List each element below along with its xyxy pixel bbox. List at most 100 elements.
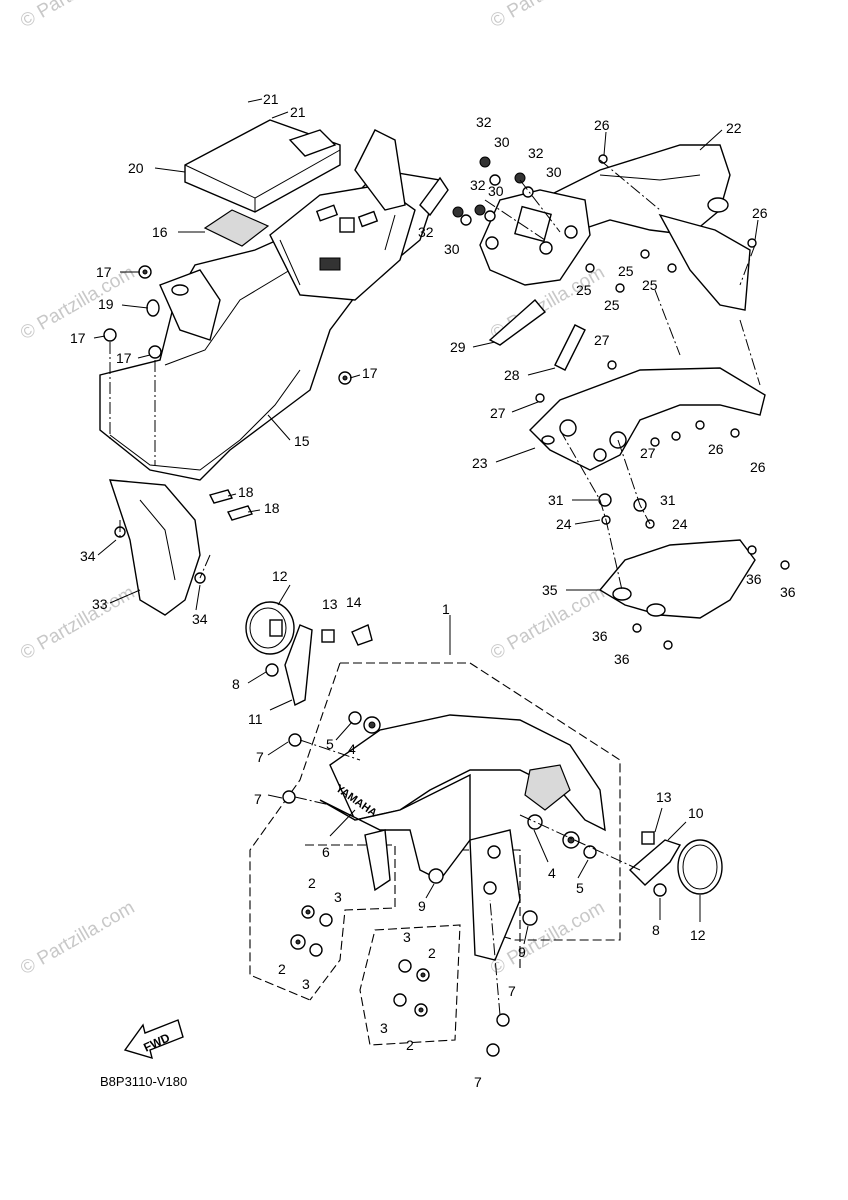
callout: 8 xyxy=(652,922,660,938)
callout: 17 xyxy=(362,365,378,381)
callout: 29 xyxy=(450,339,466,355)
callout: 4 xyxy=(548,865,556,881)
watermark: © Partzilla.com xyxy=(17,0,138,32)
callout: 31 xyxy=(660,492,676,508)
front-fender-assembly: YAMAHA xyxy=(245,601,723,1057)
bolt-17a xyxy=(138,265,152,279)
callout: 23 xyxy=(472,455,488,471)
bolt-17b xyxy=(103,328,117,440)
callout: 2 xyxy=(428,945,436,961)
callout: 3 xyxy=(380,1020,388,1036)
diagram-code: B8P3110-V180 xyxy=(100,1074,187,1089)
nut-32d xyxy=(452,206,464,218)
callout: 3 xyxy=(334,889,342,905)
washer-30c xyxy=(484,210,496,222)
callout: 27 xyxy=(490,405,506,421)
callout: 35 xyxy=(542,582,558,598)
reflector-left xyxy=(245,601,295,655)
callout: 18 xyxy=(238,484,254,500)
callout: 7 xyxy=(254,791,262,807)
callout: 7 xyxy=(256,749,264,765)
callout: 32 xyxy=(476,114,492,130)
callout: 33 xyxy=(92,596,108,612)
callout: 12 xyxy=(690,927,706,943)
callout: 32 xyxy=(470,177,486,193)
nut-32c xyxy=(474,204,486,216)
callout: 31 xyxy=(548,492,564,508)
callout: 15 xyxy=(294,433,310,449)
callout: 6 xyxy=(322,844,330,860)
callout: 27 xyxy=(594,332,610,348)
callout: 24 xyxy=(556,516,572,532)
callout: 7 xyxy=(508,983,516,999)
callout: 26 xyxy=(594,117,610,133)
callout: 34 xyxy=(192,611,208,627)
reflector-right xyxy=(677,839,723,895)
callout: 28 xyxy=(504,367,520,383)
watermark: © Partzilla.com xyxy=(487,0,608,32)
callout: 26 xyxy=(708,441,724,457)
callout: 3 xyxy=(403,929,411,945)
callout: 24 xyxy=(672,516,688,532)
callout: 7 xyxy=(474,1074,482,1090)
callout: 2 xyxy=(406,1037,414,1053)
callout: 36 xyxy=(592,628,608,644)
callout: 36 xyxy=(780,584,796,600)
callout: 19 xyxy=(98,296,114,312)
callout: 17 xyxy=(96,264,112,280)
callout: 20 xyxy=(128,160,144,176)
callout: 13 xyxy=(656,789,672,805)
callout: 14 xyxy=(346,594,362,610)
watermark: © Partzilla.com xyxy=(17,582,138,664)
callout: 26 xyxy=(750,459,766,475)
callout: 16 xyxy=(152,224,168,240)
tail-assembly xyxy=(452,144,790,650)
callout: 30 xyxy=(488,183,504,199)
forward-arrow: FWD xyxy=(123,1019,184,1060)
washer-30b xyxy=(522,186,534,198)
callout: 1 xyxy=(442,601,450,617)
callout: 11 xyxy=(248,711,263,727)
callout: 9 xyxy=(418,898,426,914)
callout: 25 xyxy=(604,297,620,313)
callout: 17 xyxy=(116,350,132,366)
callout: 10 xyxy=(688,805,704,821)
callout: 21 xyxy=(290,104,306,120)
callout: 18 xyxy=(264,500,280,516)
rear-fender-assembly xyxy=(99,119,449,616)
callout: 25 xyxy=(642,277,658,293)
callout: 3 xyxy=(302,976,310,992)
callout: 26 xyxy=(752,205,768,221)
washer-30a xyxy=(489,174,501,186)
callout: 27 xyxy=(640,445,656,461)
bolt-17d xyxy=(338,371,352,385)
callout: 13 xyxy=(322,596,338,612)
callout: 25 xyxy=(618,263,634,279)
washer-30d xyxy=(460,214,472,226)
callout: 32 xyxy=(528,145,544,161)
callout: 32 xyxy=(418,224,434,240)
callout: 36 xyxy=(746,571,762,587)
callout: 34 xyxy=(80,548,96,564)
bolt-17c xyxy=(148,345,162,465)
callout: 21 xyxy=(263,91,279,107)
callout: 9 xyxy=(518,944,526,960)
callout: 5 xyxy=(326,736,334,752)
nut-32a xyxy=(479,156,491,168)
callout-labels: 21 21 20 16 17 19 17 17 17 15 18 18 34 3… xyxy=(70,91,796,1090)
callout: 30 xyxy=(494,134,510,150)
callout: 36 xyxy=(614,651,630,667)
callout: 22 xyxy=(726,120,742,136)
watermark: © Partzilla.com xyxy=(17,897,138,979)
callout: 25 xyxy=(576,282,592,298)
callout: 12 xyxy=(272,568,288,584)
nut-32b xyxy=(514,172,526,184)
callout: 30 xyxy=(546,164,562,180)
callout: 30 xyxy=(444,241,460,257)
callout: 17 xyxy=(70,330,86,346)
callout: 2 xyxy=(308,875,316,891)
callout: 5 xyxy=(576,880,584,896)
callout: 4 xyxy=(348,741,356,757)
callout: 2 xyxy=(278,961,286,977)
